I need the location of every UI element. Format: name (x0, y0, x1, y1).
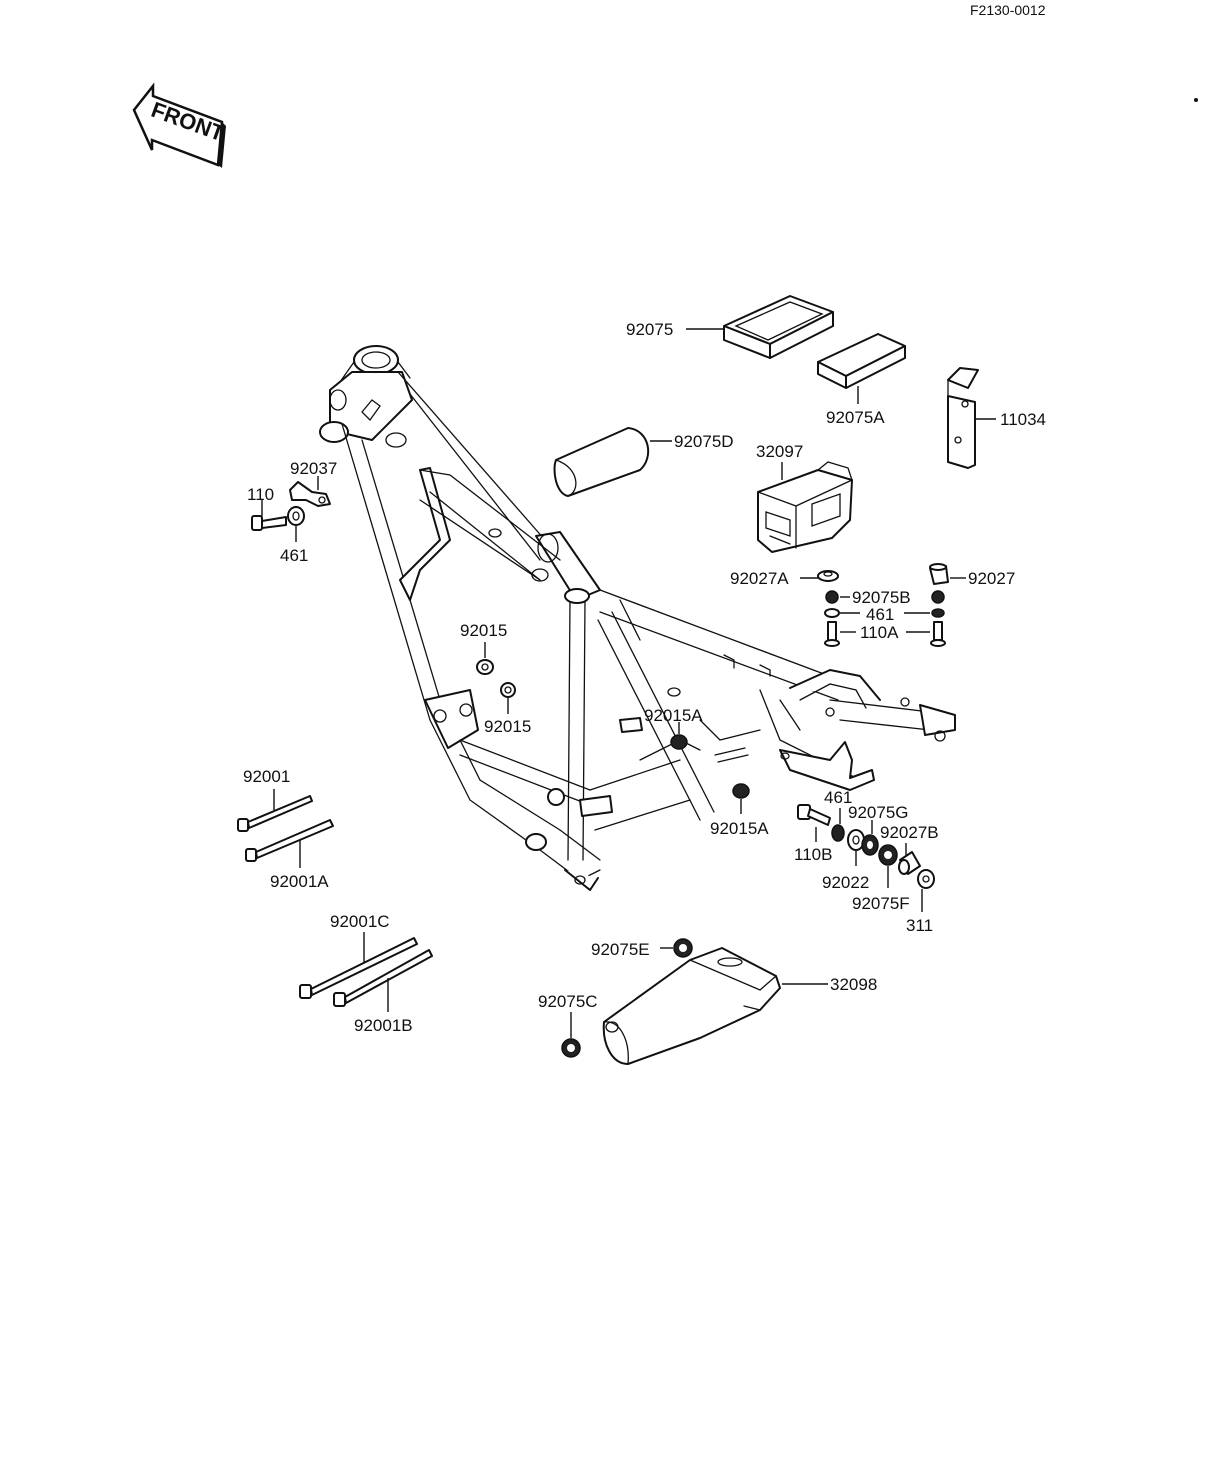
label-32098: 32098 (830, 975, 877, 994)
nut-92015A-lower-icon (732, 783, 750, 799)
washer-461-mid-icon (824, 608, 945, 618)
nut-92015-upper-icon (476, 659, 494, 675)
bolt-110-icon (251, 515, 287, 531)
frame-icon (319, 345, 956, 891)
bolt-92001-icon (237, 795, 313, 832)
bolt-92001C-icon (299, 937, 418, 999)
washer-461-left-icon (287, 506, 305, 526)
speck-dot (1194, 98, 1198, 102)
label-461-mid: 461 (866, 605, 894, 624)
grommet-92075B-icon (825, 590, 945, 604)
label-92015-lower: 92015 (484, 717, 531, 736)
label-92075F: 92075F (852, 894, 910, 913)
cover-32098-icon (602, 947, 781, 1065)
battery-case-32097-icon (757, 461, 853, 553)
grommet-92075E-icon (673, 938, 693, 958)
nut-311-icon (917, 869, 935, 889)
front-arrow-icon: FRONT (132, 82, 228, 168)
label-92015A-lower: 92015A (710, 819, 769, 838)
label-110: 110 (247, 485, 274, 504)
label-110B: 110B (794, 845, 832, 864)
collar-92027A-icon (817, 570, 839, 582)
collar-92027B-icon (898, 851, 921, 875)
washer-461-right-icon (831, 824, 845, 842)
nut-92015-lower-icon (500, 682, 516, 698)
figure-code: F2130-0012 (970, 2, 1046, 18)
label-92001B: 92001B (354, 1016, 413, 1035)
label-461-right: 461 (824, 788, 852, 807)
grommet-92075C-icon (561, 1038, 581, 1058)
bolt-92001A-icon (245, 819, 334, 862)
bolt-110A-icon (824, 621, 946, 647)
label-110A: 110A (860, 623, 899, 642)
label-92075A: 92075A (826, 408, 885, 427)
label-11034: 11034 (1000, 410, 1046, 429)
label-92027B: 92027B (880, 823, 939, 842)
label-92001A: 92001A (270, 872, 329, 891)
label-92015A-upper: 92015A (644, 706, 703, 725)
label-92075G: 92075G (848, 803, 909, 822)
label-311: 311 (906, 916, 933, 935)
label-92075: 92075 (626, 320, 673, 339)
pad-92075D-icon (553, 427, 649, 497)
bolt-110B-icon (797, 804, 831, 826)
label-92001: 92001 (243, 767, 290, 786)
label-92027A: 92027A (730, 569, 789, 588)
label-92037: 92037 (290, 459, 337, 478)
label-32097: 32097 (756, 442, 803, 461)
pad-92075A-icon (817, 333, 906, 389)
pad-92075-icon (723, 295, 834, 359)
label-92015-upper: 92015 (460, 621, 507, 640)
label-92022: 92022 (822, 873, 869, 892)
label-92001C: 92001C (330, 912, 390, 931)
bracket-11034-icon (947, 367, 979, 469)
clamp-92037-icon (289, 481, 331, 507)
label-92075E: 92075E (591, 940, 650, 959)
label-92075B: 92075B (852, 588, 911, 607)
nut-92015A-upper-icon (670, 734, 688, 750)
label-461-left: 461 (280, 546, 308, 565)
collar-92027-icon (929, 563, 949, 585)
grommet-92075F-icon (878, 844, 898, 866)
grommet-92075G-icon (861, 834, 879, 856)
bolt-92001B-icon (333, 949, 433, 1007)
label-92075D: 92075D (674, 432, 734, 451)
label-92027: 92027 (968, 569, 1015, 588)
label-92075C: 92075C (538, 992, 598, 1011)
